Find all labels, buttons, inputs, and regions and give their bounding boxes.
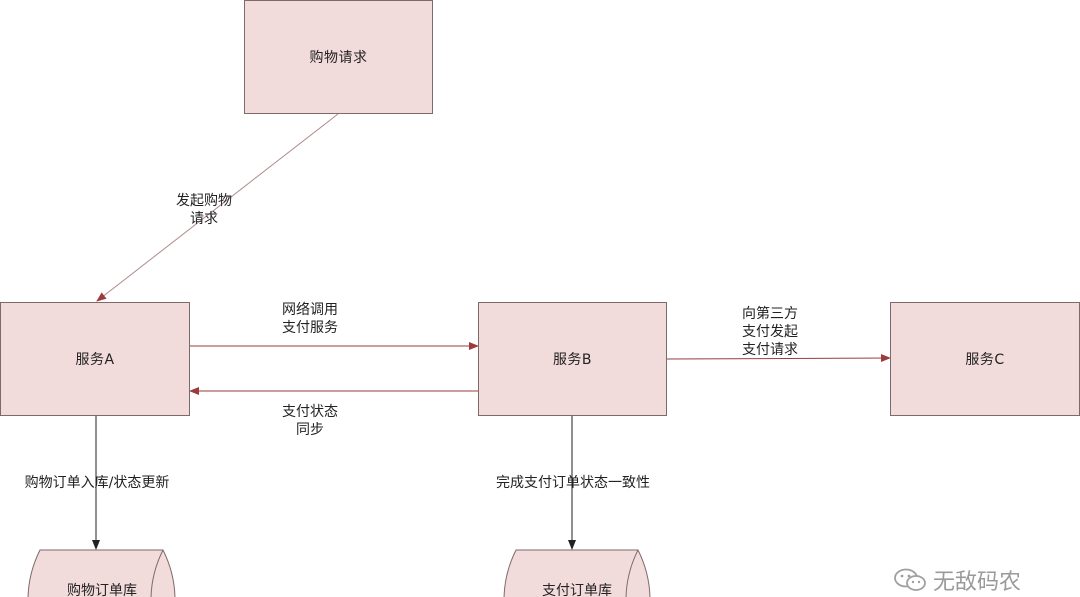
watermark-text: 无敌码农 (933, 570, 1022, 595)
node-service-b: 服务B (478, 302, 667, 416)
node-service-a-label: 服务A (75, 352, 115, 368)
label-third-party-payment-line-3: 支付请求 (742, 342, 798, 358)
edge-initiate-shopping (96, 113, 339, 302)
label-third-party-payment-line-2: 支付发起 (742, 324, 798, 340)
wechat-icon (894, 568, 926, 591)
label-payment-status-sync-line-2: 同步 (296, 422, 324, 438)
shopping-order-db-shape (27, 549, 176, 597)
label-initiate-shopping-line-1: 发起购物 (176, 193, 232, 209)
node-service-a: 服务A (0, 302, 190, 416)
label-order-store-update: 购物订单入库/状态更新 (24, 475, 170, 491)
node-shopping-order-db-label: 购物订单库 (67, 583, 137, 597)
label-network-call: 网络调用 支付服务 (270, 301, 350, 337)
payment-order-db-shape (503, 549, 651, 597)
label-initiate-shopping-line-2: 请求 (190, 211, 218, 227)
label-initiate-shopping: 发起购物 请求 (166, 192, 242, 228)
node-service-c-label: 服务C (965, 352, 1005, 368)
label-network-call-line-1: 网络调用 (282, 302, 338, 318)
label-payment-consistency: 完成支付订单状态一致性 (496, 475, 650, 491)
watermark: 无敌码农 (893, 566, 1063, 595)
node-payment-order-db-label: 支付订单库 (542, 583, 612, 597)
label-payment-status-sync-line-1: 支付状态 (282, 404, 338, 420)
label-network-call-line-2: 支付服务 (282, 320, 338, 336)
node-service-c: 服务C (890, 302, 1080, 416)
node-shopping-request-label: 购物请求 (309, 50, 368, 66)
label-third-party-payment-line-1: 向第三方 (742, 306, 798, 322)
label-payment-status-sync: 支付状态 同步 (270, 403, 350, 439)
node-service-b-label: 服务B (552, 352, 593, 368)
label-third-party-payment: 向第三方 支付发起 支付请求 (728, 305, 812, 359)
edge-third-party-payment (666, 354, 891, 363)
node-shopping-request: 购物请求 (244, 0, 433, 114)
